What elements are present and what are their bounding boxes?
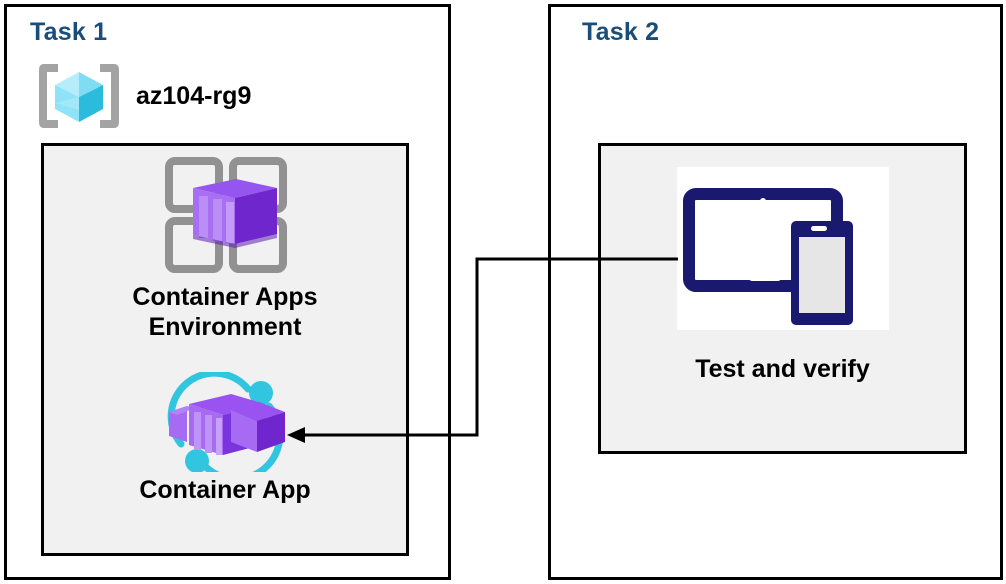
resource-group-header: az104-rg9	[36, 60, 251, 132]
resource-group-icon	[36, 60, 122, 132]
devices-tablet-phone-icon	[669, 163, 897, 343]
node-container-app: Container App	[41, 369, 409, 506]
container-apps-environment-caption: Container Apps Environment	[132, 283, 318, 341]
container-app-icon	[155, 369, 295, 483]
task-2-label: Task 2	[582, 18, 660, 46]
node-container-apps-environment: Container Apps Environment	[41, 152, 409, 342]
container-app-caption: Container App	[139, 476, 311, 504]
resource-group-name: az104-rg9	[136, 81, 252, 110]
node-test-and-verify: Test and verify	[598, 163, 967, 385]
test-and-verify-caption: Test and verify	[695, 355, 870, 383]
container-apps-environment-icon	[158, 152, 293, 277]
task-1-label: Task 1	[30, 18, 108, 46]
